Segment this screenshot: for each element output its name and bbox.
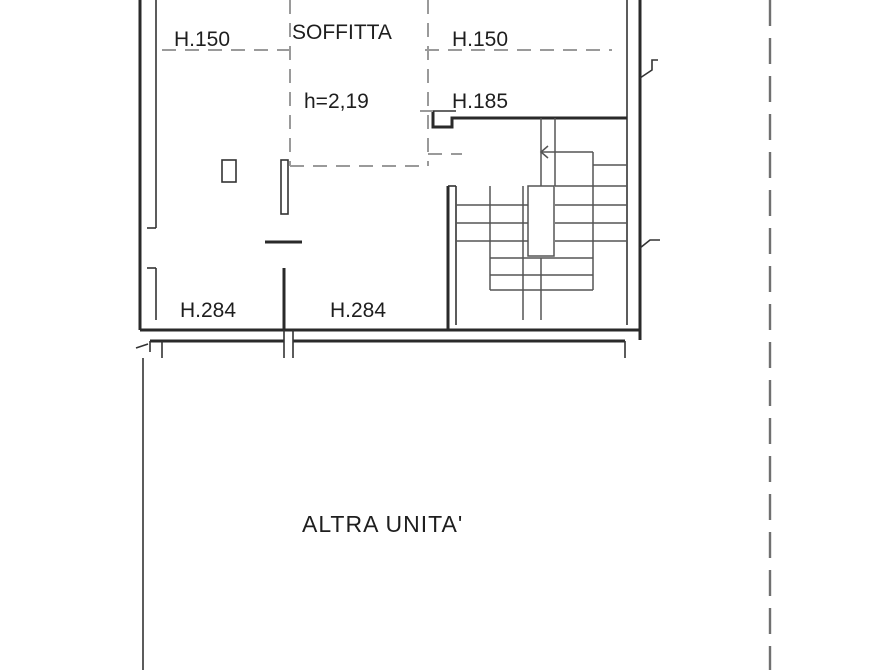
dimension-label-left-bottom: H.284 [180, 299, 236, 322]
dimension-label-right-top: H.150 [452, 28, 508, 51]
staircase [446, 118, 627, 330]
internal-walls [221, 110, 627, 330]
other-unit-label: ALTRA UNITA' [302, 511, 463, 537]
dimension-label-stair: H.185 [452, 90, 508, 113]
attic-height-label: h=2,19 [304, 90, 369, 113]
left-exterior-wall [138, 0, 157, 330]
bottom-exterior-wall [135, 328, 640, 358]
dimension-label-left-top: H.150 [174, 28, 230, 51]
height-boundary-lines [162, 0, 612, 167]
room-label-attic: SOFFITTA [292, 21, 392, 44]
right-exterior-wall [626, 0, 660, 340]
dimension-label-mid-bottom: H.284 [330, 299, 386, 322]
neighbour-boundaries [142, 0, 772, 670]
